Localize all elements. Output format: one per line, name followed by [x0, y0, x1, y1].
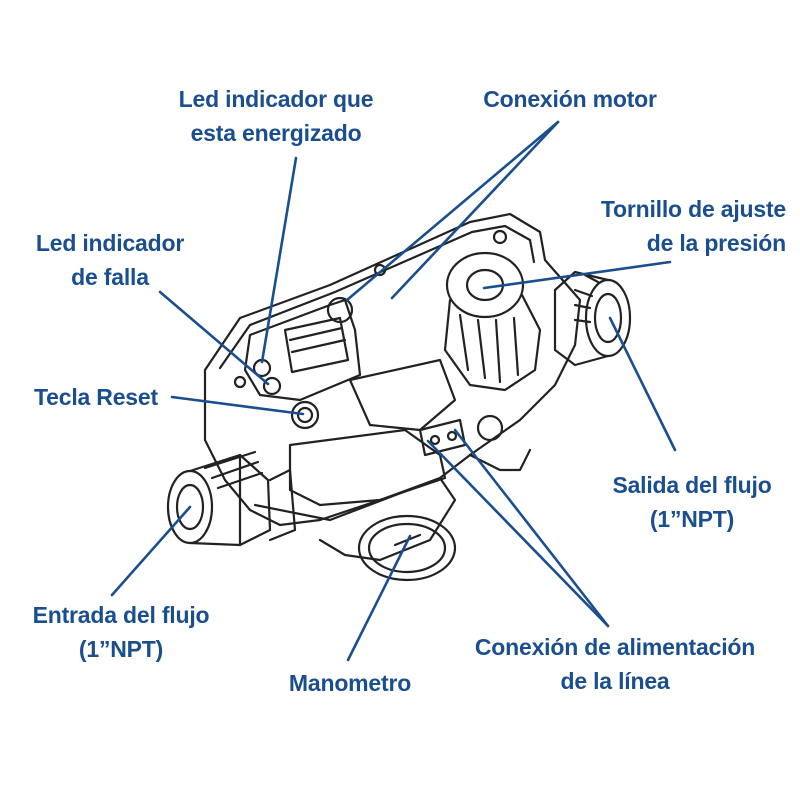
label-line: esta energizado — [190, 120, 362, 146]
label-tecla-reset: Tecla Reset — [34, 380, 184, 414]
label-line: Led indicador — [35, 230, 185, 256]
cover-panel — [243, 298, 362, 402]
led-shape-2 — [262, 376, 282, 396]
label-line: (1”NPT) — [78, 636, 164, 662]
label-line: Tornillo de ajuste — [600, 196, 786, 222]
leader-motor-a — [345, 120, 560, 302]
label-conexion-alimentacion: Conexión de alimentación de la línea — [450, 630, 780, 698]
label-line: Salida del flujo — [612, 472, 772, 498]
manometer-gauge — [357, 514, 457, 582]
label-line: Tecla Reset — [34, 384, 158, 410]
leader-tornillo — [482, 260, 672, 290]
body-rim — [218, 224, 536, 370]
label-led-energizado: Led indicador que esta energizado — [166, 82, 386, 150]
label-entrada-flujo: Entrada del flujo (1”NPT) — [6, 598, 236, 666]
pressure-knob — [443, 251, 542, 392]
label-led-falla: Led indicador de falla — [10, 226, 210, 294]
label-line: Conexión de alimentación — [474, 634, 756, 660]
body-shell — [203, 212, 582, 527]
label-salida-flujo: Salida del flujo (1”NPT) — [592, 468, 792, 536]
label-line: de la presión — [646, 230, 786, 256]
leader-salida — [608, 316, 677, 452]
leader-entrada — [110, 505, 192, 597]
label-line: Entrada del flujo — [32, 602, 210, 628]
leader-led-falla — [158, 290, 270, 386]
leader-led-energizado — [260, 156, 298, 364]
label-manometro: Manometro — [270, 666, 430, 700]
leader-manometro — [346, 534, 412, 662]
junction-box — [348, 358, 457, 432]
label-line: de falla — [71, 264, 149, 290]
label-line: Led indicador que — [178, 86, 374, 112]
device-outline — [166, 212, 632, 582]
label-line: Manometro — [288, 670, 412, 696]
label-conexion-motor: Conexión motor — [470, 82, 670, 116]
label-line: Conexión motor — [483, 86, 657, 112]
leader-motor-b — [390, 120, 560, 300]
leader-alim-a — [426, 439, 610, 628]
leader-tecla-reset — [170, 395, 305, 416]
leader-alim-b — [453, 428, 610, 628]
leader-lines — [110, 120, 677, 662]
label-tornillo-ajuste: Tornillo de ajuste de la presión — [560, 192, 786, 260]
inlet-fitting — [166, 450, 297, 547]
label-line: de la línea — [560, 668, 670, 694]
reset-button-shape — [290, 400, 320, 430]
label-line: (1”NPT) — [649, 506, 735, 532]
